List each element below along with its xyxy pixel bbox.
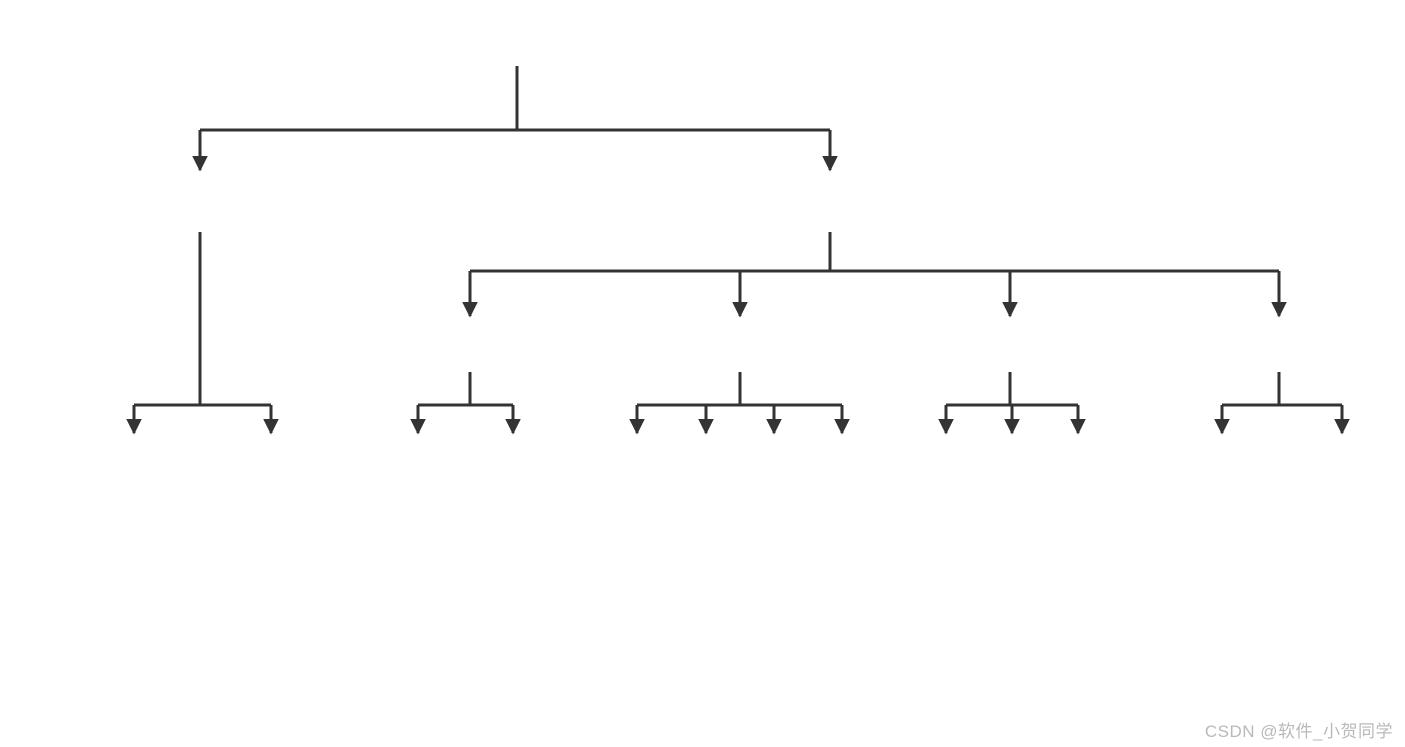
- connectors-book-borrow-to-leaves: [629, 372, 850, 435]
- connectors-borrow-record-to-leaves: [1214, 372, 1350, 435]
- csdn-watermark: CSDN @软件_小贺同学: [1204, 722, 1393, 741]
- connectors-current-borrow-to-leaves: [938, 372, 1086, 435]
- connector-layer: [126, 66, 1350, 435]
- connectors-root-to-level1: [192, 66, 838, 172]
- connectors-bookmanage-to-level2: [462, 232, 1287, 318]
- connectors-new-book-rec-to-leaves: [410, 372, 521, 435]
- connectors-user-login-to-leaves: [126, 232, 279, 435]
